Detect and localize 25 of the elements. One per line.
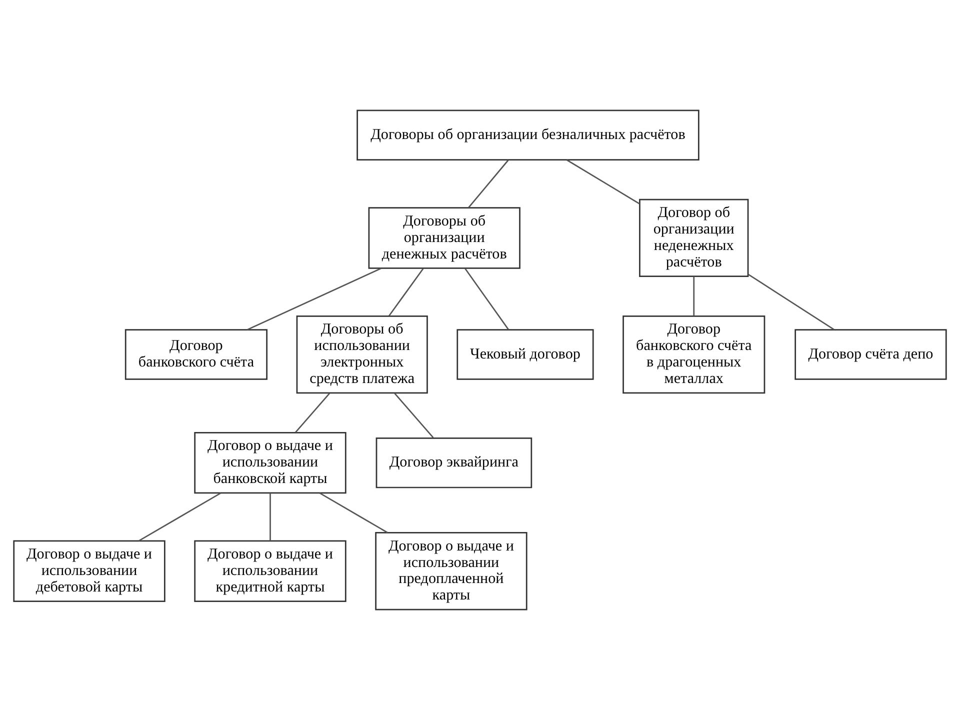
node-box: Договор о выдаче и использовании предоплаченной карты xyxy=(375,532,528,610)
node-box: Договоры об организации денежных расчётов xyxy=(368,207,520,269)
connector xyxy=(388,268,424,316)
connector xyxy=(246,268,382,330)
node-box: Договор о выдаче и использовании кредитной карты xyxy=(194,540,346,602)
node-box: Договоры об организации безналичных расчётов xyxy=(356,110,700,161)
connector xyxy=(468,160,509,208)
node-box: Договор банковского счёта xyxy=(124,329,268,380)
connector xyxy=(295,392,330,433)
connector xyxy=(693,276,695,316)
node-box: Договоры об использовании электронных средств платежа xyxy=(296,315,428,394)
connector xyxy=(748,274,834,330)
node-box: Договор банковского счёта в драгоценных металлах xyxy=(622,315,766,394)
connector xyxy=(270,493,271,541)
node-box: Договор эквайринга xyxy=(376,437,532,488)
node-box: Договор об организации неденежных расчётов xyxy=(639,198,749,278)
connector xyxy=(394,392,434,438)
connector xyxy=(319,492,388,534)
connector xyxy=(464,268,510,330)
connector xyxy=(566,159,640,204)
node-box: Чековый договор xyxy=(456,329,594,380)
node-box: Договор о выдаче и использовании банковской карты xyxy=(194,432,346,494)
node-box: Договор счёта депо xyxy=(794,329,947,380)
connector xyxy=(138,492,222,542)
node-box: Договор о выдаче и использовании дебетовой карты xyxy=(13,540,166,602)
